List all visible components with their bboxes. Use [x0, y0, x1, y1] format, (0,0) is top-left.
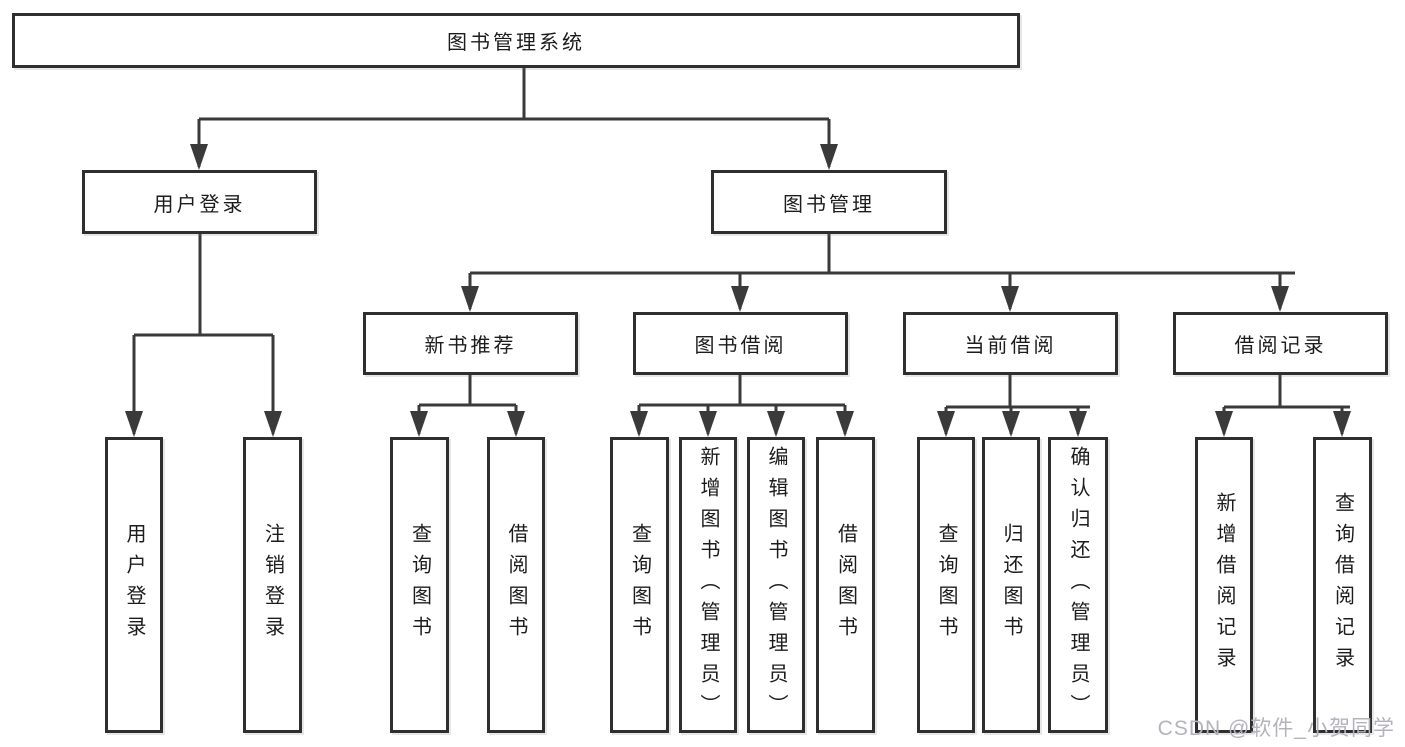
leaf-confirm-return-admin: 确认归还（管理员） — [1048, 437, 1108, 733]
watermark-text: CSDN @软件_小贺同学 — [1157, 717, 1395, 740]
leaf-query-borrow-record: 查询借阅记录 — [1313, 437, 1372, 733]
leaf-add-books-admin: 新增图书（管理员） — [679, 437, 737, 733]
node-borrow-record: 借阅记录 — [1173, 312, 1388, 375]
node-user-login: 用户登录 — [82, 170, 317, 234]
leaf-query-books-borrow: 查询图书 — [610, 437, 669, 733]
node-current-borrow: 当前借阅 — [903, 312, 1118, 375]
node-book-management: 图书管理 — [711, 170, 947, 234]
node-root: 图书管理系统 — [12, 13, 1020, 68]
leaf-user-login: 用户登录 — [105, 437, 163, 733]
node-new-book-recommend: 新书推荐 — [363, 312, 578, 375]
leaf-query-books-current: 查询图书 — [917, 437, 975, 733]
leaf-return-books: 归还图书 — [982, 437, 1040, 733]
leaf-query-books-recommend: 查询图书 — [390, 437, 449, 733]
leaf-borrow-books-recommend: 借阅图书 — [487, 437, 545, 733]
leaf-edit-books-admin: 编辑图书（管理员） — [747, 437, 805, 733]
leaf-add-borrow-record: 新增借阅记录 — [1195, 437, 1253, 733]
leaf-borrow-books: 借阅图书 — [816, 437, 875, 733]
leaf-logout: 注销登录 — [243, 437, 302, 733]
node-book-borrow: 图书借阅 — [633, 312, 848, 375]
